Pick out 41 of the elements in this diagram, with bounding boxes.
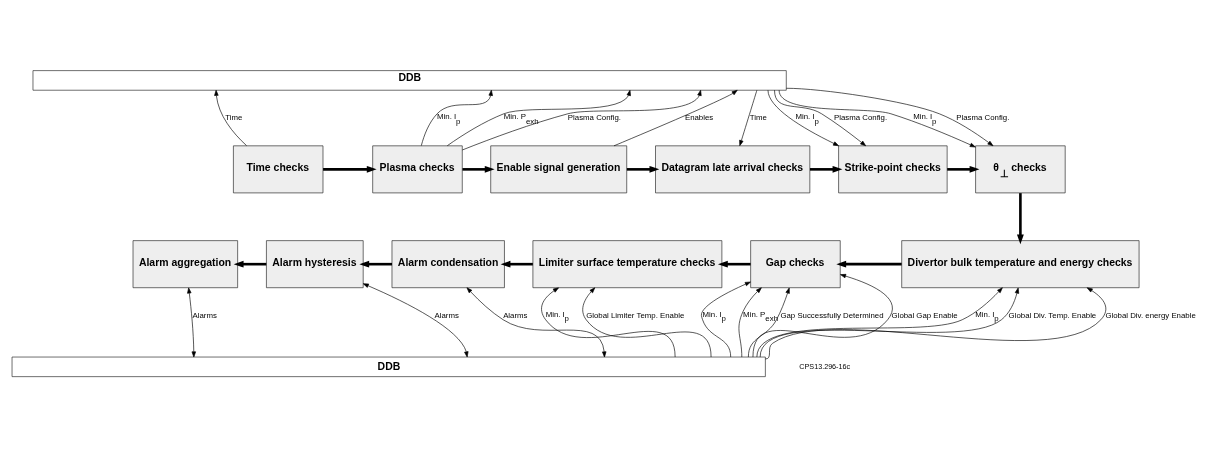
arrow [233,260,267,268]
arrow [785,87,994,147]
node-box: Divertor bulk temperature and energy checks [901,240,1140,289]
arrow [462,89,702,151]
arrow [752,274,893,358]
arrow [362,283,469,358]
node-box: Limiter surface temperature checks [532,240,723,289]
node-box: Alarm hysteresis [266,240,364,289]
node-box: Time checks [233,145,324,194]
arrow [582,287,712,358]
arrow [323,165,377,173]
arrow [748,287,790,358]
node-box: Enable signal generation [490,145,628,194]
node-box: Gap checks [750,240,841,289]
arrow [500,260,533,268]
arrow [214,89,247,146]
arrow [446,89,631,147]
node-box: Plasma checks [372,145,463,194]
arrow [421,89,493,146]
node-box: Alarm condensation [391,240,505,289]
arrow [613,89,738,147]
arrow [778,89,976,148]
arrow [462,165,495,173]
node-box: Alarm aggregation [132,240,238,289]
arrow [717,260,751,268]
arrow [774,89,866,147]
arrow [187,287,196,358]
node-box: Datagram late arrival checks [655,145,811,194]
arrow [739,89,758,146]
arrow [626,165,660,173]
node-box: Strike-point checks [838,145,948,194]
arrow [701,281,751,358]
label: CPS13.296-16c [799,361,851,371]
arrow [765,287,1107,360]
arrow [1016,193,1024,245]
arrow [359,260,392,268]
arrow [767,89,839,147]
arrow [466,287,607,358]
arrow [541,287,676,358]
arrow [836,260,902,268]
arrow [738,287,762,358]
